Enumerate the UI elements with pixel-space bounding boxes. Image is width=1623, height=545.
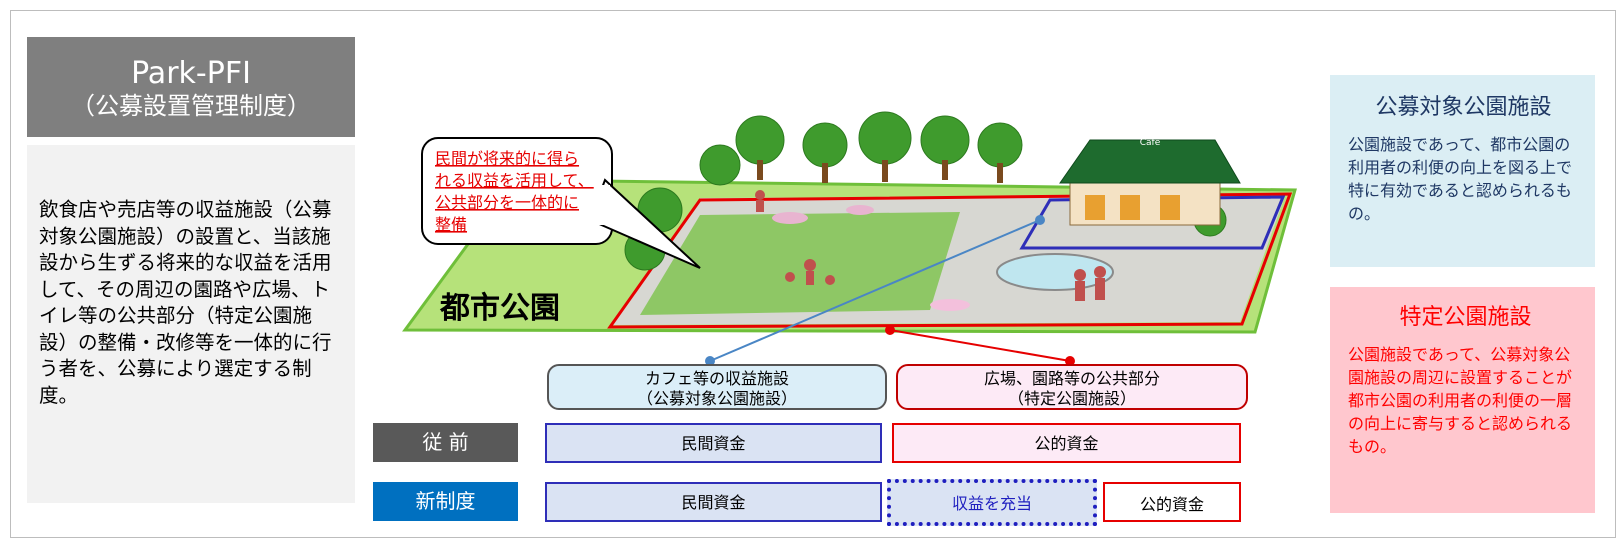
specific-facility-body: 公園施設であって、公募対象公園施設の周辺に設置することが都市公園の利用者の利便の…	[1348, 345, 1573, 456]
flower-bed	[772, 212, 808, 224]
specific-facility-box: 特定公園施設 公園施設であって、公募対象公園施設の周辺に設置することが都市公園の…	[1330, 287, 1595, 513]
revenue-facility-pill: カフェ等の収益施設 （公募対象公園施設）	[547, 364, 887, 410]
callout-line-2: れる収益を活用して、	[435, 171, 594, 190]
specific-facility-title: 特定公園施設	[1399, 305, 1532, 330]
pfi-description: 飲食店や売店等の収益施設（公募対象公園施設）の設置と、当該施設から生ずる将来的な…	[27, 145, 355, 503]
people	[755, 190, 1106, 301]
public-part-line-2: （特定公園施設）	[1007, 389, 1136, 408]
target-facility-box: 公募対象公園施設 公園施設であって、都市公園の利用者の利便の向上を図る上で特に有…	[1330, 75, 1595, 267]
specific-connector-dot	[885, 325, 895, 335]
pfi-title-box: Park-PFI （公募設置管理制度）	[27, 37, 355, 137]
park-label: 都市公園	[439, 291, 560, 326]
target-connector-dot	[1035, 215, 1045, 225]
public-part-line-1: 広場、園路等の公共部分	[983, 369, 1160, 388]
new-private-funds: 民間資金	[545, 482, 882, 522]
tree-trunks	[757, 160, 1003, 183]
pfi-title: Park-PFI	[131, 56, 251, 91]
callout-line-1: 民間が将来的に得ら	[435, 149, 579, 168]
specific-connector-line	[889, 329, 1071, 362]
callout-tail-mask	[588, 185, 610, 225]
flower-bed	[930, 299, 970, 311]
flower-bed	[846, 205, 874, 215]
slide-frame	[10, 10, 1616, 538]
before-public-funds: 公的資金	[892, 423, 1241, 463]
new-public-funds: 公的資金	[1103, 482, 1241, 522]
revenue-facility-line-2: （公募対象公園施設）	[636, 389, 797, 408]
new-revenue-allocation: 収益を充当	[887, 479, 1097, 526]
before-label: 従 前	[373, 423, 518, 462]
target-connector-line	[709, 219, 1041, 362]
cafe-building	[1059, 139, 1241, 226]
new-system-label: 新制度	[373, 482, 518, 521]
before-private-funds: 民間資金	[545, 423, 882, 463]
callout-line-4: 整備	[435, 215, 467, 234]
target-connector-dot	[705, 356, 715, 366]
cafe-sign: Cafe	[1140, 138, 1161, 148]
specific-connector-dot	[1065, 356, 1075, 366]
revenue-facility-line-1: カフェ等の収益施設	[644, 369, 789, 388]
callout-line-3: 公共部分を一体的に	[435, 193, 579, 212]
target-facility-title: 公募対象公園施設	[1375, 95, 1552, 120]
public-part-pill: 広場、園路等の公共部分 （特定公園施設）	[896, 364, 1248, 410]
pfi-subtitle: （公募設置管理制度）	[71, 92, 311, 120]
target-facility-body: 公園施設であって、都市公園の利用者の利便の向上を図る上で特に有効であると認められ…	[1348, 135, 1573, 223]
